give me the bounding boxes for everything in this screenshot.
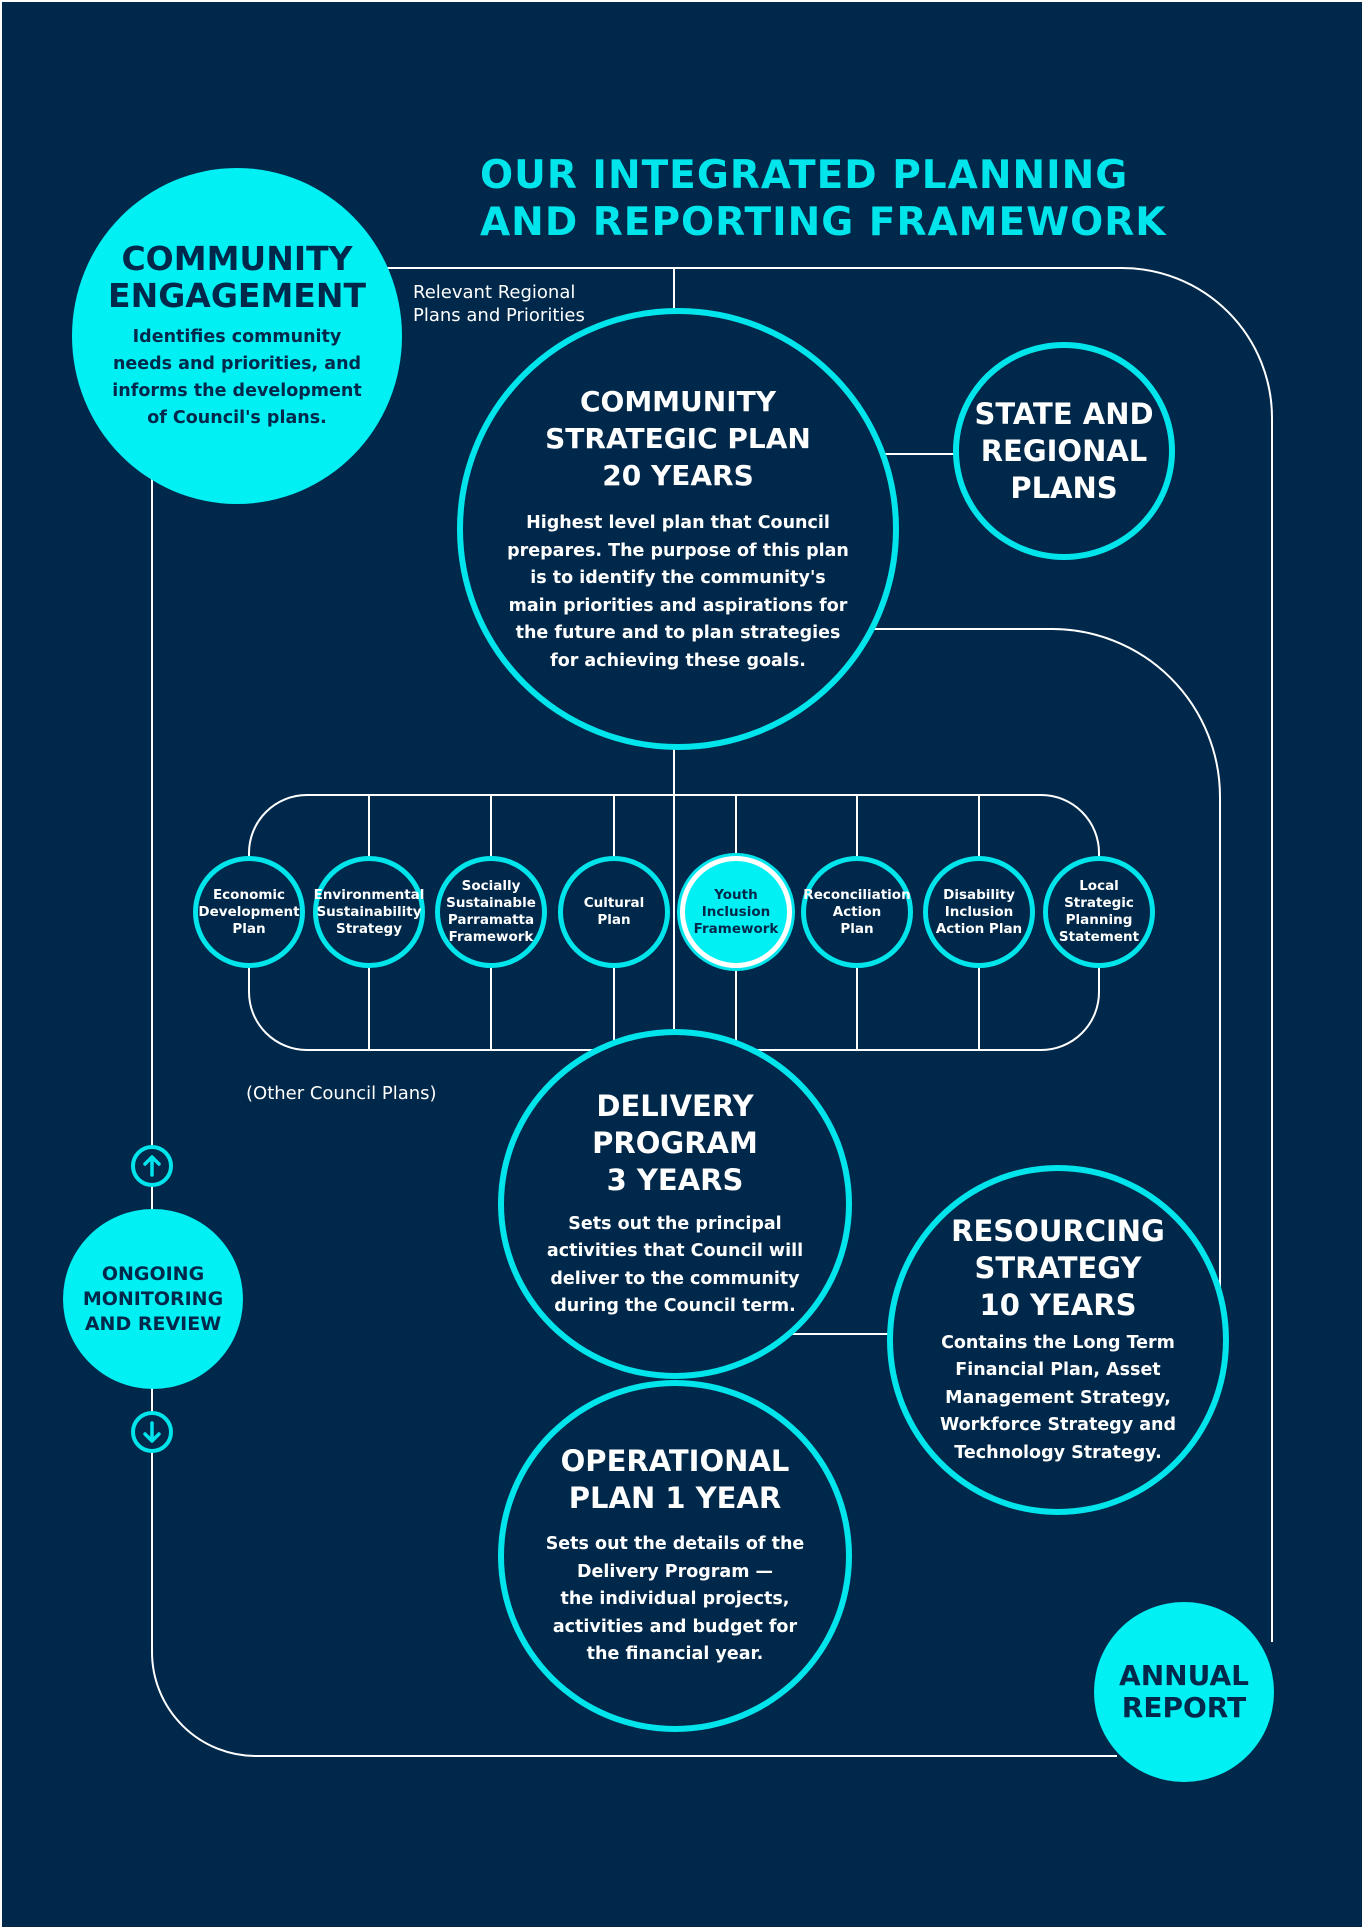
council-plan-label-line: Inclusion bbox=[701, 903, 771, 920]
top-right-loop-line bbox=[387, 267, 1273, 1642]
council-plan-label-line: Development bbox=[198, 903, 300, 920]
council-plan-label-line: Disability bbox=[943, 886, 1015, 903]
council-plan-label-line: Statement bbox=[1058, 929, 1140, 945]
council-plan-label-line: Framework bbox=[693, 920, 779, 937]
council-plan-label-line: Strategy bbox=[335, 920, 403, 937]
council-plan-label-line: Sustainability bbox=[316, 903, 422, 920]
council-plan-label-line: Action Plan bbox=[935, 920, 1023, 937]
arrow-down-glyph bbox=[143, 1421, 161, 1443]
arrow-up-glyph bbox=[143, 1155, 161, 1177]
council-plan-label-line: Parramatta bbox=[447, 912, 535, 928]
council-plan-label-line: Cultural bbox=[583, 895, 645, 911]
council-plan-label-line: Economic bbox=[212, 886, 286, 903]
ongoing-monitoring-circle: ONGOING MONITORING AND REVIEW bbox=[63, 1209, 243, 1389]
council-plan-label-line: Local bbox=[1079, 878, 1119, 894]
council-plan-label-line: Inclusion bbox=[944, 903, 1014, 920]
arrow-up-circle-icon bbox=[131, 1145, 173, 1187]
operational-plan-circle: OPERATIONAL PLAN 1 YEAR Sets out the det… bbox=[498, 1380, 852, 1732]
council-plan-label-line: Strategic bbox=[1064, 895, 1134, 911]
council-plan-label-line: Planning bbox=[1065, 912, 1133, 928]
council-plan-label-line: Action bbox=[832, 903, 882, 920]
council-plan-label-line: Reconciliation bbox=[803, 886, 911, 903]
council-plan-label-line: Socially bbox=[461, 878, 521, 894]
annual-report-circle: ANNUAL REPORT bbox=[1094, 1602, 1274, 1782]
council-plan-label-line: Sustainable bbox=[446, 895, 536, 911]
resourcing-strategy-circle: RESOURCING STRATEGY 10 YEARS Contains th… bbox=[887, 1165, 1229, 1515]
council-plan-label-line: Plan bbox=[597, 912, 631, 928]
council-plan-label-line: Plan bbox=[840, 920, 874, 937]
arrow-down-circle-icon bbox=[131, 1411, 173, 1453]
state-regional-plans-circle: STATE AND REGIONAL PLANS bbox=[953, 342, 1175, 560]
council-plan-label-line: Environmental bbox=[313, 886, 425, 903]
delivery-program-circle: DELIVERY PROGRAM 3 YEARS Sets out the pr… bbox=[498, 1029, 852, 1379]
page-title: OUR INTEGRATED PLANNING AND REPORTING FR… bbox=[480, 153, 1167, 245]
council-plan-label-line: Framework bbox=[448, 929, 534, 945]
community-engagement-circle: COMMUNITY ENGAGEMENT Identifies communit… bbox=[72, 168, 402, 504]
regional-plans-label: Relevant Regional Plans and Priorities bbox=[413, 282, 585, 326]
council-plan-label-line: Plan bbox=[232, 920, 266, 937]
community-strategic-plan-circle: COMMUNITY STRATEGIC PLAN 20 YEARS Highes… bbox=[457, 308, 899, 750]
other-plans-label: (Other Council Plans) bbox=[246, 1083, 437, 1104]
csp-resourcing-curve bbox=[862, 628, 1221, 1312]
outer-loop-line bbox=[151, 472, 1117, 1757]
council-plan-label-line: Youth bbox=[714, 886, 758, 903]
